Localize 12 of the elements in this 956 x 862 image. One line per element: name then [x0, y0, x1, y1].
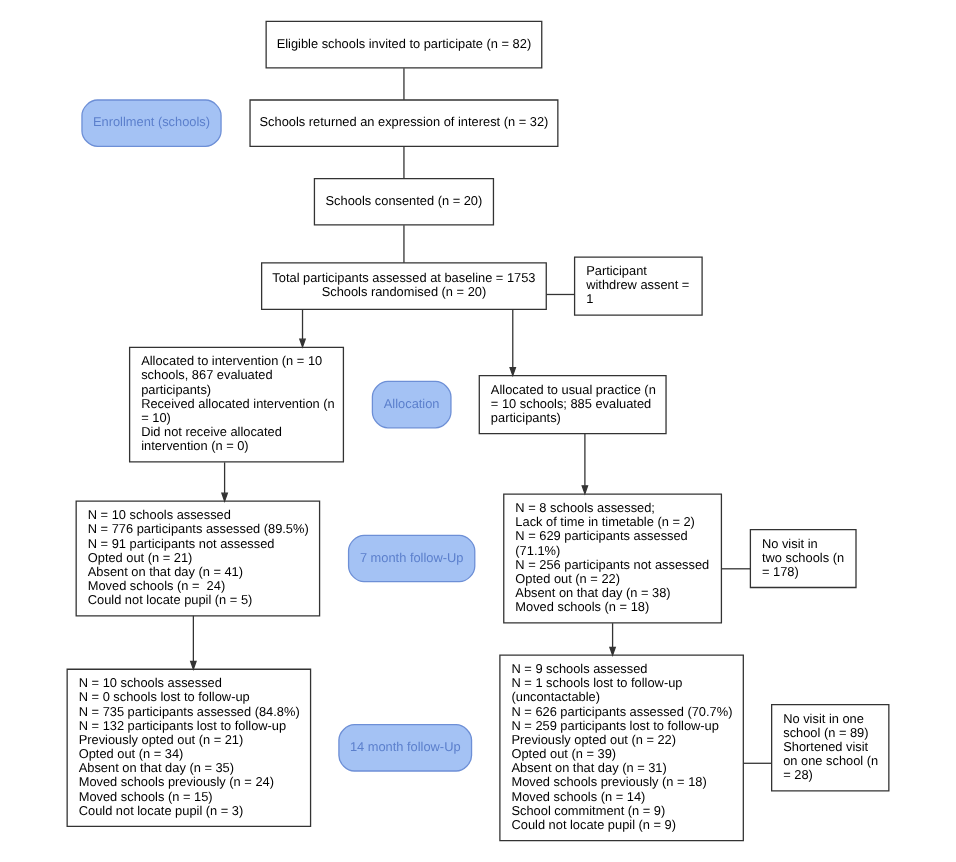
connector — [403, 67, 405, 101]
connector — [403, 224, 405, 264]
arrow — [189, 615, 197, 671]
arrow — [608, 622, 617, 657]
arrow — [221, 461, 229, 503]
connector — [721, 568, 751, 570]
connector — [403, 146, 405, 179]
connector — [742, 762, 773, 764]
arrow — [509, 308, 517, 378]
connector — [545, 293, 575, 296]
arrow — [298, 308, 307, 349]
arrow — [581, 433, 589, 496]
